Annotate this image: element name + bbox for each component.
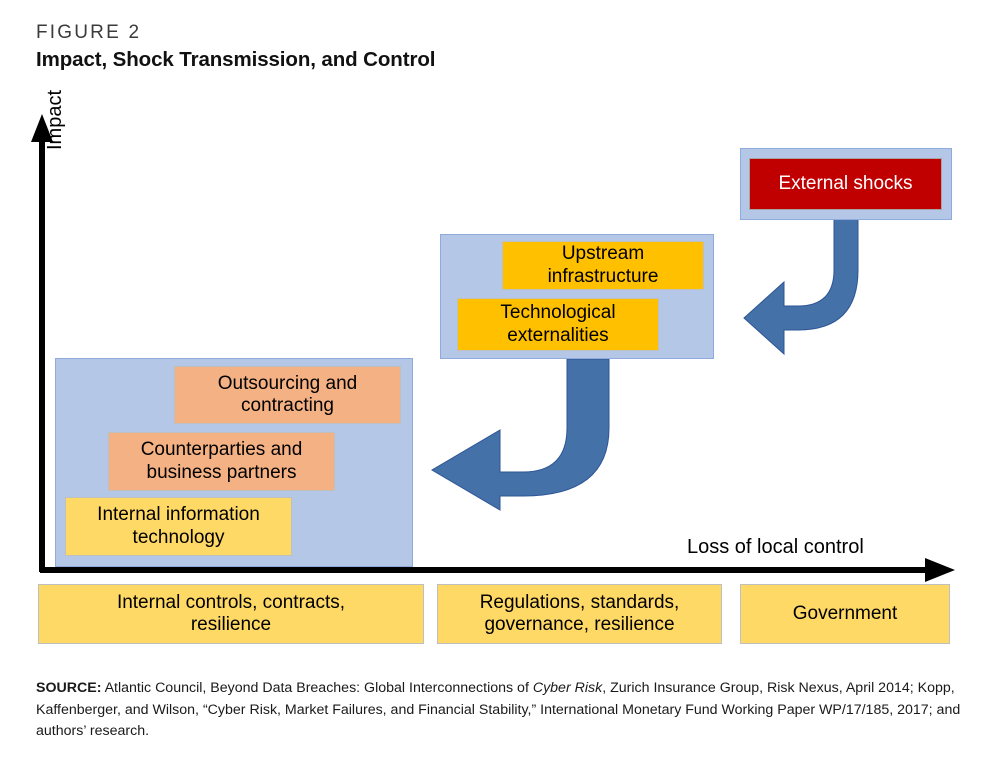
shock-transmission-arrow-2 [431, 358, 610, 511]
box-outsourcing-label: Outsourcing and contracting [217, 372, 358, 416]
box-outsourcing-and-contracting: Outsourcing and contracting [174, 366, 401, 424]
box-external-shocks: External shocks [749, 158, 942, 210]
source-label: SOURCE: [36, 680, 102, 696]
source-text-2: , Zurich Insurance Group, Risk Nexus, Ap… [36, 680, 961, 740]
control-band-label-0: Internal controls, contracts, resilience [116, 591, 346, 635]
figure-title: Impact, Shock Transmission, and Control [36, 48, 436, 71]
source-italic-title: Cyber Risk [532, 680, 603, 696]
control-band-regulations: Regulations, standards, governance, resi… [437, 584, 722, 644]
control-band-internal-controls: Internal controls, contracts, resilience [38, 584, 424, 644]
y-axis-arrow [31, 114, 53, 572]
control-band-label-1: Regulations, standards, governance, resi… [479, 591, 680, 635]
box-upstream-infrastructure: Upstream infrastructure [502, 241, 704, 290]
box-external-shocks-label: External shocks [778, 172, 913, 194]
box-upstream-label: Upstream infrastructure [547, 243, 659, 287]
box-internal-it-label: Internal information technology [97, 504, 260, 548]
box-counterparties-label: Counterparties and business partners [140, 439, 303, 483]
control-band-label-2: Government [792, 602, 898, 624]
box-internal-information-technology: Internal information technology [65, 497, 292, 556]
box-technological-label: Technological externalities [500, 302, 616, 346]
source-text-1: Atlantic Council, Beyond Data Breaches: … [101, 680, 533, 696]
x-axis-label: Loss of local control [687, 536, 864, 558]
figure-label: FIGURE 2 [36, 22, 142, 43]
box-technological-externalities: Technological externalities [457, 298, 659, 351]
source-note: SOURCE: Atlantic Council, Beyond Data Br… [36, 678, 966, 743]
shock-transmission-arrow-1 [743, 218, 859, 356]
y-axis-label: Impact [44, 89, 66, 150]
box-counterparties-and-business-partners: Counterparties and business partners [108, 432, 335, 491]
control-band-government: Government [740, 584, 950, 644]
